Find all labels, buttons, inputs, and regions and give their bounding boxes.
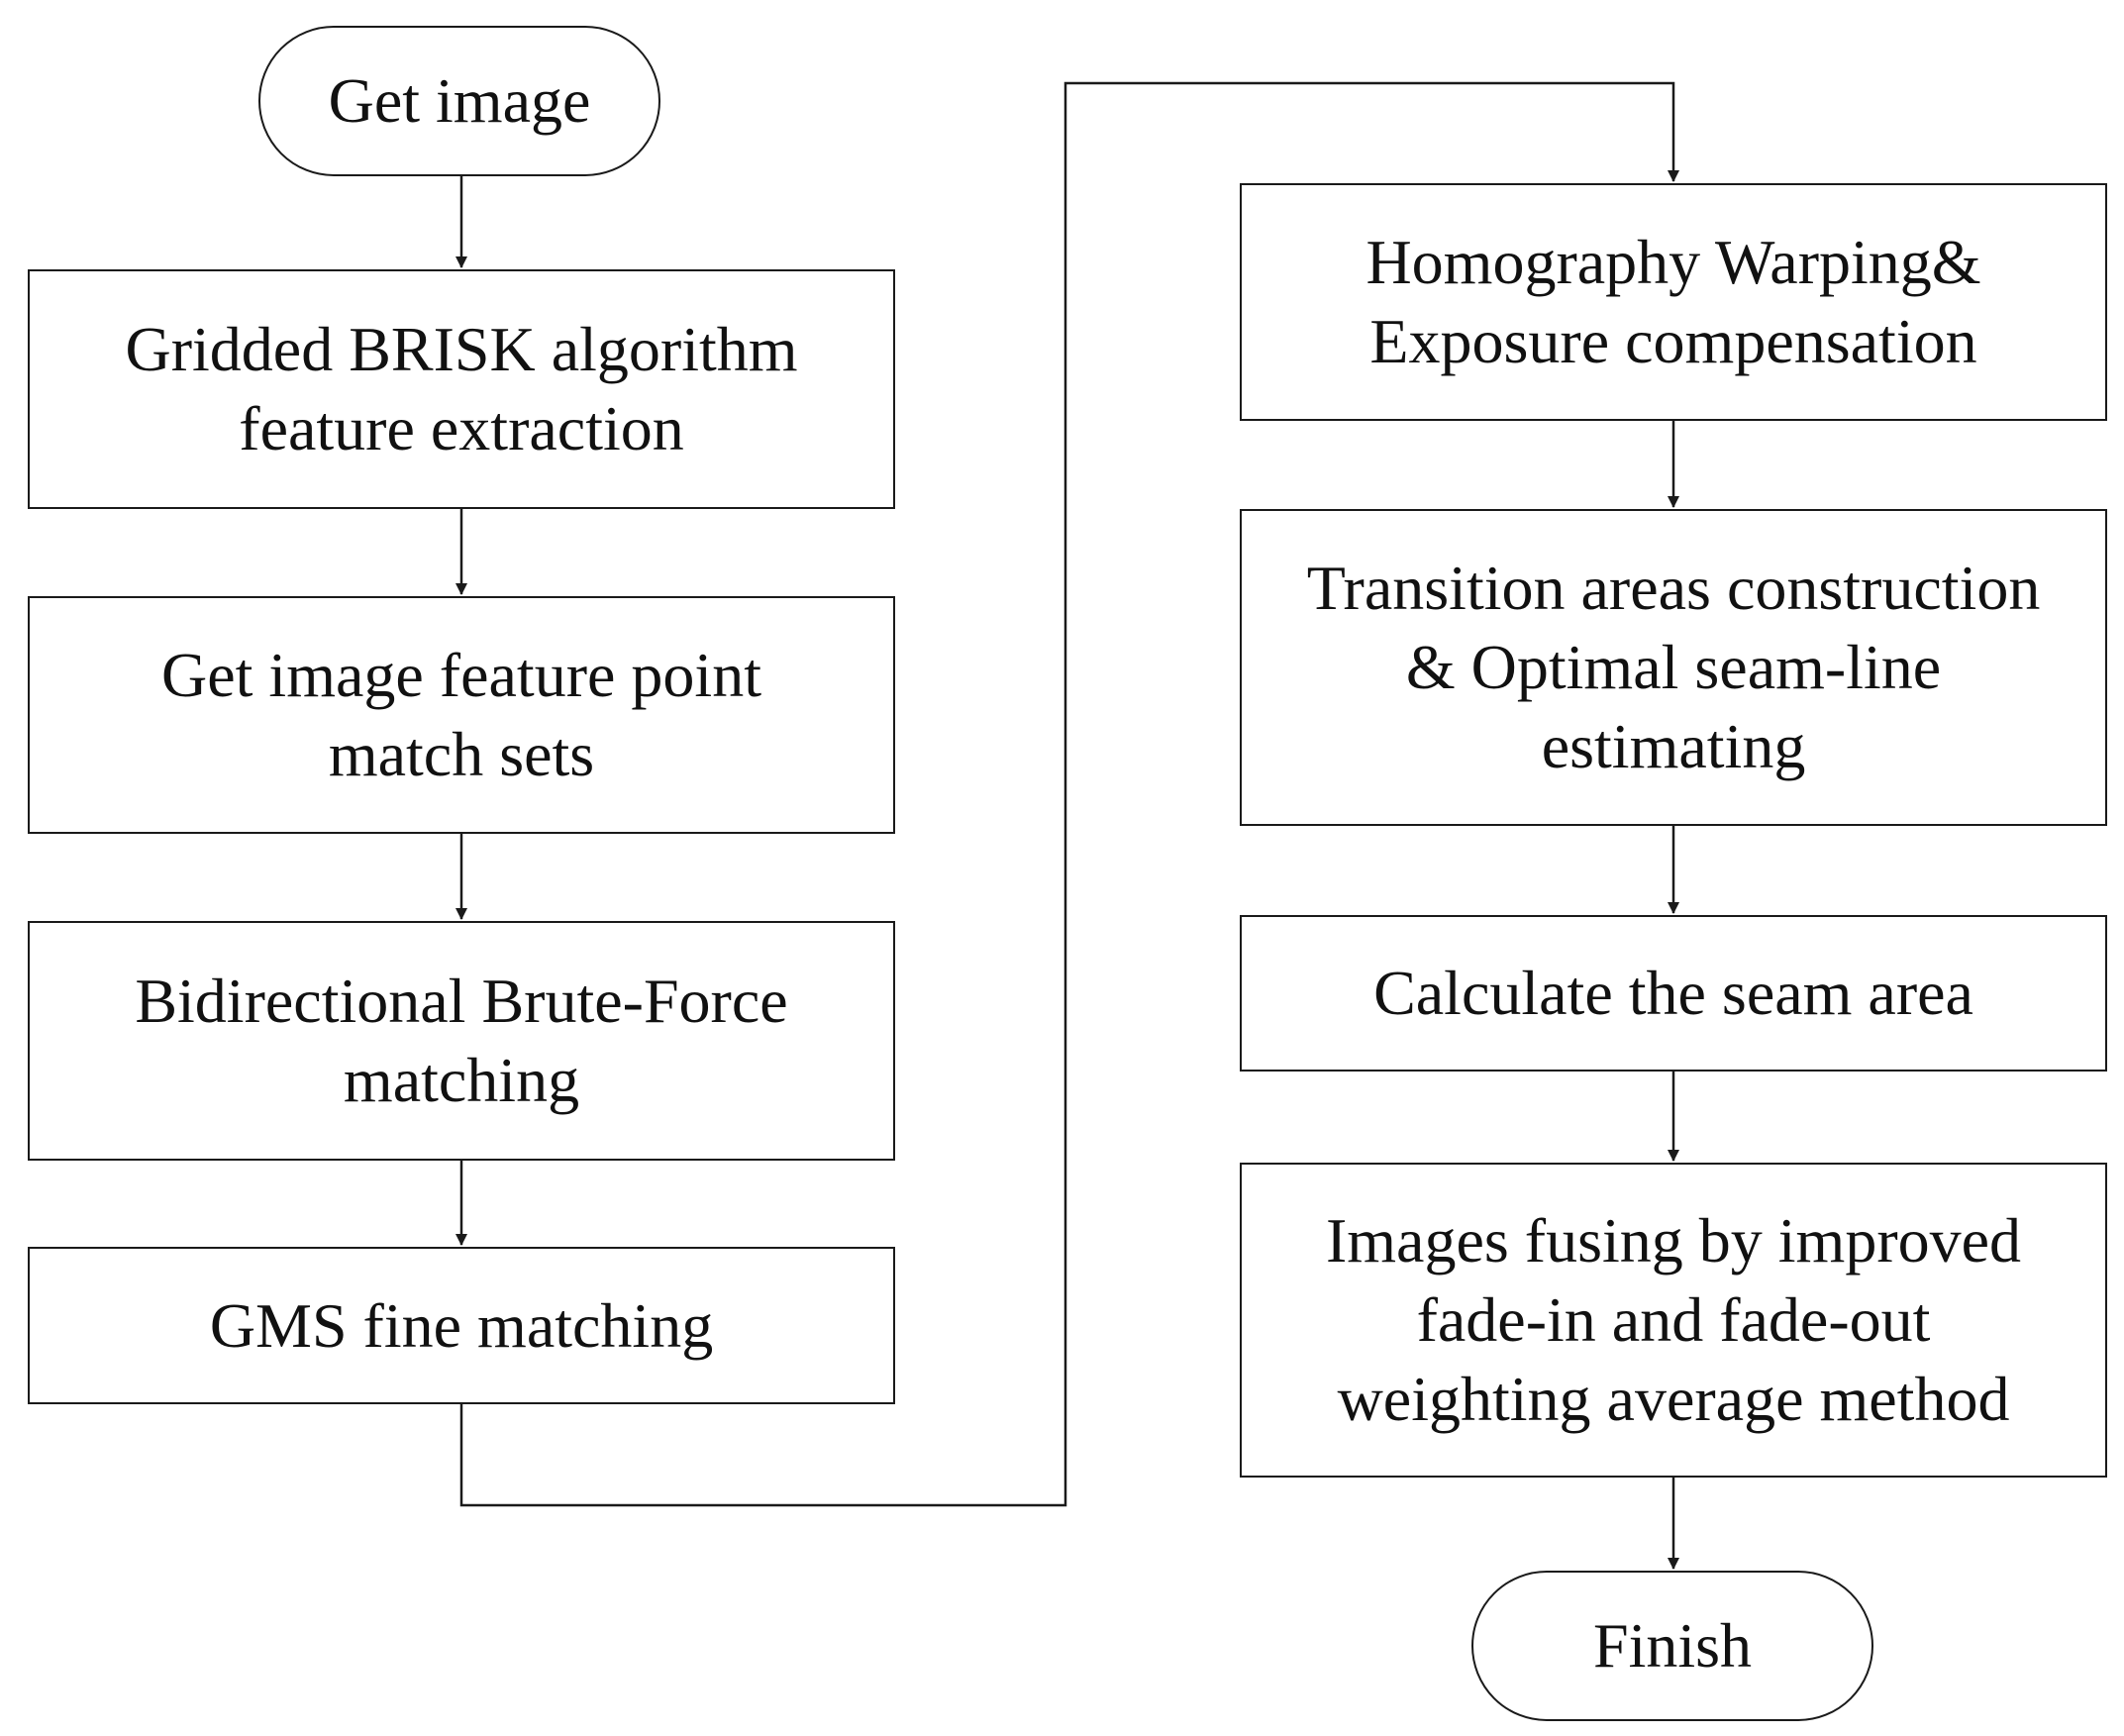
process-transition: Transition areas construction & Optimal …	[1240, 509, 2107, 826]
process-homography: Homography Warping& Exposure compensatio…	[1240, 183, 2107, 421]
process-gms: GMS fine matching	[28, 1247, 895, 1404]
transition-label: Transition areas construction & Optimal …	[1306, 553, 2041, 781]
process-seam-area: Calculate the seam area	[1240, 915, 2107, 1072]
process-match-sets: Get image feature point match sets	[28, 596, 895, 834]
finish-label: Finish	[1592, 1610, 1753, 1681]
process-brute-force: Bidirectional Brute-Force matching	[28, 921, 895, 1161]
process-feature-extraction: Gridded BRISK algorithm feature extracti…	[28, 269, 895, 509]
match-sets-label: Get image feature point match sets	[161, 640, 761, 789]
feature-extraction-label: Gridded BRISK algorithm feature extracti…	[125, 314, 798, 463]
brute-force-label: Bidirectional Brute-Force matching	[135, 966, 788, 1115]
seam-area-label: Calculate the seam area	[1373, 958, 1973, 1028]
process-fusing: Images fusing by improved fade-in and fa…	[1240, 1163, 2107, 1478]
homography-label: Homography Warping& Exposure compensatio…	[1365, 227, 1981, 376]
start-terminal: Get image	[258, 26, 660, 176]
arrow-gms-to-homography	[459, 81, 1679, 1507]
fusing-label: Images fusing by improved fade-in and fa…	[1325, 1205, 2022, 1434]
start-label: Get image	[328, 65, 591, 136]
finish-terminal: Finish	[1471, 1571, 1873, 1721]
gms-label: GMS fine matching	[209, 1289, 714, 1361]
